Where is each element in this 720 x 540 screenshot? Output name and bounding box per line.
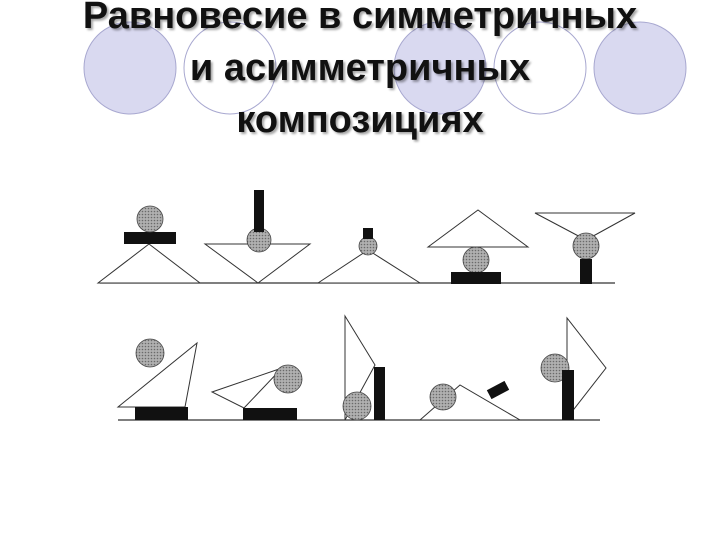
composition-sym-5 <box>535 213 635 284</box>
gray-ball <box>430 384 456 410</box>
composition-asym-2 <box>212 365 302 420</box>
composition-sym-3 <box>318 228 420 283</box>
composition-asym-3 <box>343 316 385 420</box>
composition-sym-2 <box>205 190 310 283</box>
black-block <box>243 408 297 420</box>
triangle-shape <box>428 210 528 247</box>
gray-ball <box>274 365 302 393</box>
gray-ball <box>137 206 163 232</box>
composition-asym-4 <box>420 381 520 420</box>
title-line-3: композициях <box>0 94 720 146</box>
composition-sym-4 <box>428 210 528 284</box>
black-block <box>363 228 373 239</box>
composition-asym-1 <box>118 339 197 420</box>
gray-ball <box>136 339 164 367</box>
balance-illustration <box>0 170 720 440</box>
black-block <box>124 232 176 244</box>
triangle-shape <box>212 368 282 408</box>
composition-asym-5 <box>541 318 606 420</box>
gray-ball <box>463 247 489 273</box>
slide-title: Равновесие в симметричных и асимметричны… <box>0 0 720 146</box>
symmetric-row <box>98 190 635 284</box>
black-block <box>135 407 188 420</box>
black-bar <box>374 367 385 420</box>
black-block <box>451 272 501 284</box>
asymmetric-row <box>118 316 606 420</box>
gray-ball <box>359 237 377 255</box>
title-line-2: и асимметричных <box>0 42 720 94</box>
black-bar <box>254 190 264 232</box>
gray-ball <box>573 233 599 259</box>
black-block <box>487 381 509 399</box>
gray-ball <box>343 392 371 420</box>
black-bar <box>562 370 574 420</box>
black-bar <box>580 259 592 284</box>
triangle-shape <box>98 244 200 283</box>
composition-sym-1 <box>98 206 200 283</box>
title-line-1: Равновесие в симметричных <box>0 0 720 42</box>
